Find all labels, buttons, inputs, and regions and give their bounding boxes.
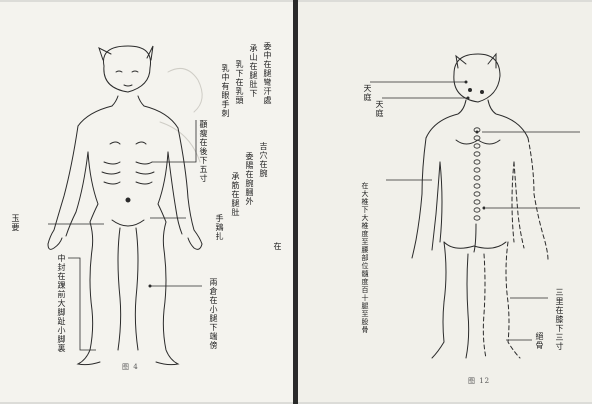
- label-top-col7: 承筋在腿肚: [230, 172, 240, 232]
- label-top-col2: 承山在腿肚下: [248, 44, 258, 124]
- caption-left: 图 4: [122, 362, 139, 372]
- label-top-col4: 乳中有眼手刺: [220, 64, 230, 134]
- label-juegu: 絕骨: [534, 332, 544, 358]
- label-top-col8: 在: [272, 242, 282, 262]
- right-page: 天庭 天庭 在大椎下大椎度至腰部位髓度百十腿至股骨 三里在膝下三寸 絕骨 图 1…: [298, 2, 592, 402]
- label-back: 在大椎下大椎度至腰部位髓度百十腿至股骨: [360, 182, 369, 362]
- label-yuyao: 玉要: [10, 214, 20, 240]
- label-top-col3: 乳下在乳頭: [234, 60, 244, 130]
- back-body-figure: [298, 2, 592, 402]
- label-shouji: 手鶏扎: [214, 214, 224, 244]
- caption-right: 图 12: [468, 376, 490, 386]
- label-tianting-lower: 天庭: [374, 100, 384, 124]
- label-zhongfeng: 中封在踝前大脚趾小脚裏: [56, 254, 66, 350]
- label-tianting-upper: 天庭: [362, 84, 372, 108]
- label-top-col1: 委中在腿彎汗處: [262, 42, 272, 122]
- label-top-col6: 委陽在腕膕外: [244, 152, 254, 212]
- label-liangcang: 兩倉在小腿下端傍: [208, 278, 218, 348]
- left-page: 顴瘦在後下五寸 玉要 手鶏扎 中封在踝前大脚趾小脚裏 兩倉在小腿下端傍 委中在腿…: [0, 2, 293, 402]
- label-top-col5: 吉穴在腕: [258, 142, 268, 202]
- label-jingqiao: 顴瘦在後下五寸: [198, 120, 208, 172]
- label-sanli: 三里在膝下三寸: [554, 288, 564, 358]
